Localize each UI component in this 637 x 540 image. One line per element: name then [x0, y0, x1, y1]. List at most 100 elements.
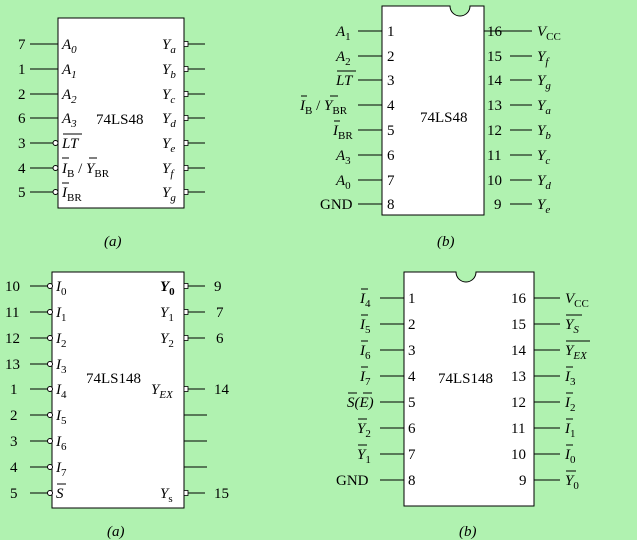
- pin-y1: 7Y1: [160, 305, 224, 324]
- pin-i1: 11 I1: [5, 305, 67, 324]
- svg-text:A0: A0: [335, 173, 351, 192]
- svg-text:S: S: [56, 486, 64, 502]
- svg-text:10: 10: [511, 447, 526, 463]
- unused-lines: [184, 414, 207, 468]
- svg-text:GND: GND: [336, 473, 369, 489]
- pin-label: A3: [61, 111, 77, 130]
- pin-number: 5: [18, 185, 26, 201]
- svg-text:1: 1: [10, 382, 18, 398]
- dip-body: [403, 271, 535, 507]
- svg-text:10: 10: [5, 279, 20, 295]
- svg-text:9: 9: [519, 473, 527, 489]
- svg-text:Yg: Yg: [162, 185, 176, 204]
- chip-label: 74LS48: [420, 110, 468, 126]
- diagram-74ls148-dip: 74LS148 1I4 2I5 3I6 4I7 5S(E) 6Y2 7Y1 8G…: [336, 271, 590, 540]
- svg-text:VCC: VCC: [565, 291, 589, 310]
- pin-6: 6 Y2: [357, 418, 416, 440]
- pin-ye: Ye: [162, 136, 205, 155]
- svg-text:Ys: Ys: [160, 486, 173, 505]
- svg-text:2: 2: [408, 317, 416, 333]
- pin-number: 4: [18, 161, 26, 177]
- svg-text:Yc: Yc: [537, 148, 550, 167]
- svg-text:Yc: Yc: [162, 87, 175, 106]
- pin-number: 3: [18, 136, 26, 152]
- pin-ibr: 5 IBR: [18, 182, 82, 204]
- svg-text:11: 11: [5, 305, 19, 321]
- svg-text:Yf: Yf: [537, 49, 550, 68]
- chip-body: [51, 271, 185, 509]
- svg-text:I1: I1: [55, 305, 67, 324]
- svg-text:GND: GND: [320, 197, 353, 213]
- pin-a3: 6 A3: [18, 111, 77, 130]
- svg-text:6: 6: [216, 331, 224, 347]
- svg-text:4: 4: [10, 460, 18, 476]
- caption: (b): [437, 234, 455, 250]
- svg-text:3: 3: [387, 73, 395, 89]
- svg-text:I5: I5: [359, 317, 371, 336]
- svg-text:14: 14: [511, 343, 527, 359]
- pin-yc: Yc: [162, 87, 205, 106]
- pin-y2: 6 Y2: [160, 331, 224, 350]
- svg-text:12: 12: [511, 395, 526, 411]
- svg-text:A3: A3: [335, 148, 351, 167]
- pin-2: 2 I5: [359, 314, 416, 336]
- pin-number: 1: [18, 62, 26, 78]
- svg-text:6: 6: [387, 148, 395, 164]
- svg-text:Y1: Y1: [357, 447, 371, 466]
- svg-text:Y2: Y2: [160, 331, 174, 350]
- svg-text:13: 13: [487, 98, 502, 114]
- svg-text:Yd: Yd: [162, 111, 176, 130]
- chip-label: 74LS48: [96, 112, 144, 128]
- svg-text:I5: I5: [55, 408, 67, 427]
- svg-text:7: 7: [387, 173, 395, 189]
- chip-body: [57, 17, 185, 209]
- svg-text:Ya: Ya: [162, 37, 176, 56]
- svg-text:6: 6: [408, 421, 416, 437]
- svg-text:5: 5: [10, 486, 18, 502]
- pin-ya: Ya: [162, 37, 205, 56]
- svg-text:Ye: Ye: [162, 136, 175, 155]
- svg-text:A1: A1: [335, 24, 351, 43]
- pin-yf: Yf: [162, 161, 205, 180]
- svg-text:12: 12: [5, 331, 20, 347]
- pin-6: 6 A3: [335, 148, 395, 167]
- pin-yd: Yd: [162, 111, 205, 130]
- pin-ib-ybr: 4 IB / YBR: [18, 157, 110, 180]
- pin-2: 2 A2: [335, 49, 395, 68]
- svg-text:Y2: Y2: [357, 421, 371, 440]
- pin-a1: 1 A1: [18, 62, 77, 81]
- svg-text:I6: I6: [359, 343, 371, 362]
- dip-body: [381, 5, 485, 216]
- svg-text:A2: A2: [335, 49, 351, 68]
- svg-text:2: 2: [387, 49, 395, 65]
- svg-text:YS: YS: [565, 317, 579, 336]
- svg-text:4: 4: [408, 369, 416, 385]
- svg-text:S(E): S(E): [347, 395, 374, 411]
- pin-label: IBR: [61, 185, 82, 204]
- pin-number: 7: [18, 37, 26, 53]
- pin-7: 7Y1: [357, 444, 416, 466]
